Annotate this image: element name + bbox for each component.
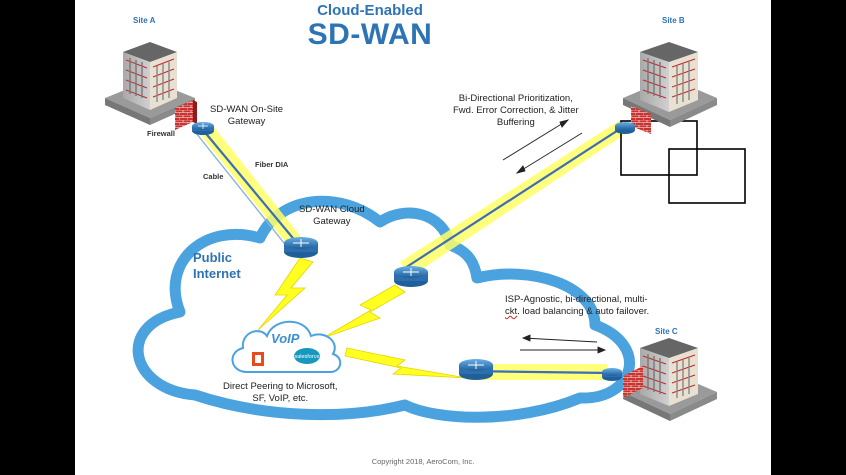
site-a-firewall — [175, 100, 197, 130]
site-b-label: Site B — [662, 16, 685, 25]
router-icon-cloud-gateway — [284, 237, 318, 258]
router-icon-cloud-c — [459, 359, 493, 380]
site-b-note-line-3: Buffering — [496, 116, 535, 128]
firewall-label: Firewall — [147, 129, 175, 138]
overlay-squares — [620, 120, 746, 204]
fiber-dia-link — [202, 129, 298, 244]
onsite-gateway-label-line-1: SD-WAN On-Site — [210, 104, 284, 115]
slide: salesforce VoIP Cloud-Enabled SD-WAN Sit… — [75, 0, 771, 475]
cable-label: Cable — [203, 172, 224, 181]
direct-peering-label-line-2: SF, VoIP, etc. — [252, 392, 309, 404]
cloud-gateway-label: SD-WAN Cloud Gateway — [299, 204, 365, 228]
bolt-1 — [257, 257, 314, 331]
cloud-gateway-label-line-2: Gateway — [313, 215, 351, 227]
title-line-2: SD-WAN — [307, 18, 433, 51]
public-internet-label: Public Internet — [193, 250, 241, 281]
services-cloud-icon: salesforce VoIP — [231, 320, 342, 373]
router-icon-site-b — [615, 122, 635, 134]
site-c-note: ISP-Agnostic, bi-directional, multi- ckt… — [505, 294, 649, 318]
site-c-note-line-1: ISP-Agnostic, bi-directional, multi- — [505, 294, 648, 305]
onsite-gateway-label: SD-WAN On-Site Gateway — [210, 104, 283, 128]
voip-logo-text: VoIP — [271, 331, 300, 346]
router-icon-site-c — [602, 368, 622, 381]
public-internet-cloud — [132, 195, 635, 423]
site-b-firewall — [631, 106, 651, 134]
site-c-arrows — [520, 334, 607, 354]
bolt-2 — [322, 284, 406, 339]
router-icon-site-a — [192, 122, 214, 135]
salesforce-logo — [294, 348, 320, 364]
site-a-beam — [197, 122, 305, 248]
direct-peering-label: Direct Peering to Microsoft, SF, VoIP, e… — [223, 381, 338, 405]
router-icon-cloud-b — [394, 266, 428, 287]
copyright: Copyright 2018, AeroCom, Inc. — [371, 457, 475, 466]
site-b-note-line-2: Fwd. Error Correction, & Jitter — [453, 104, 579, 116]
salesforce-text: salesforce — [294, 354, 319, 360]
onsite-gateway-label-line-2: Gateway — [227, 115, 266, 127]
site-b-building — [623, 42, 717, 127]
direct-peering-bolts — [257, 257, 468, 379]
site-b-note: Bi-Directional Prioritization, Fwd. Erro… — [453, 93, 579, 129]
fiber-dia-label: Fiber DIA — [255, 160, 289, 169]
site-c-firewall — [623, 366, 643, 398]
wan-links — [195, 126, 624, 375]
cloud-gateway-label-line-1: SD-WAN Cloud — [299, 204, 365, 215]
site-c-note-line-2: ckt. load balancing & auto failover. — [505, 306, 649, 318]
direct-peering-label-line-1: Direct Peering to Microsoft, — [223, 381, 338, 392]
public-internet-label-line-2: Internet — [193, 265, 241, 281]
site-c-label: Site C — [655, 327, 678, 336]
bolt-3 — [344, 347, 468, 379]
public-internet-label-line-1: Public — [193, 250, 233, 265]
diagram-canvas: salesforce VoIP — [105, 42, 746, 423]
site-b-note-line-1: Bi-Directional Prioritization, — [458, 93, 573, 104]
site-c-note-ckt: ckt — [505, 305, 518, 317]
cable-link — [195, 132, 289, 249]
title-line-1: Cloud-Enabled — [317, 2, 423, 19]
site-c-building — [623, 338, 717, 421]
site-c-note-rest: . load balancing & auto failover. — [517, 305, 650, 317]
site-a-label: Site A — [133, 16, 156, 25]
site-b-arrows — [502, 119, 583, 174]
site-b-link — [404, 126, 624, 269]
